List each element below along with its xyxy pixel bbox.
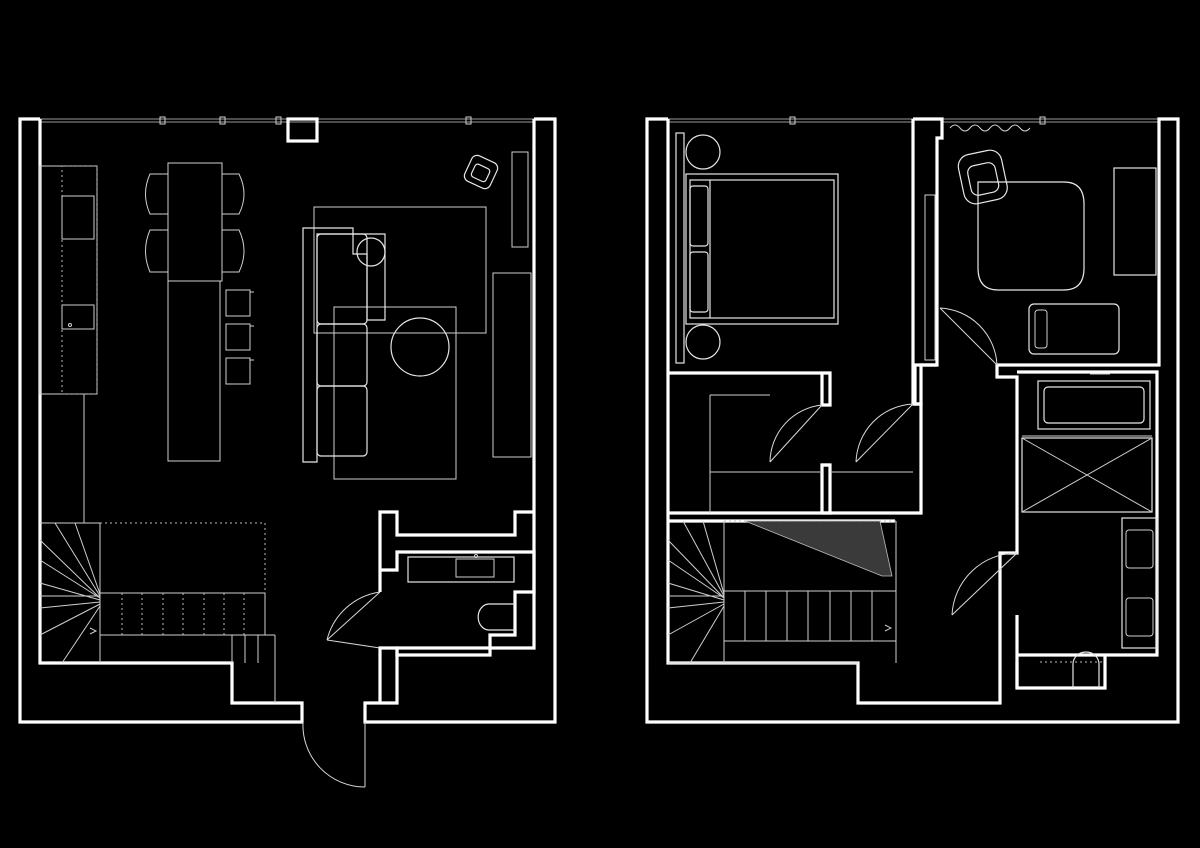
bedroom-partition <box>911 117 944 406</box>
ground-outer-wall-left <box>18 117 304 724</box>
upper-bathroom-walls-b <box>1015 615 1107 690</box>
kitchen-counter <box>39 165 98 523</box>
upper-doors <box>769 307 1018 616</box>
second-bedroom-furniture <box>924 149 1157 361</box>
tv-console <box>492 272 532 458</box>
entry-door <box>302 721 366 788</box>
lounge-chair <box>463 154 499 190</box>
upper-outer-wall <box>645 117 1180 724</box>
ground-bathroom-fixtures <box>407 554 515 631</box>
coffee-table <box>390 317 450 377</box>
living-rug-lower <box>333 306 457 480</box>
ground-bathroom-walls-lower <box>378 550 536 703</box>
sofa <box>302 227 386 463</box>
storage-walls <box>822 402 923 515</box>
upper-corridor-wall <box>915 363 937 406</box>
ground-staircase <box>39 522 276 703</box>
bar-stools <box>225 289 254 385</box>
living-rug <box>313 206 487 334</box>
ground-floor-plan <box>18 116 557 788</box>
ground-bathroom-door <box>326 591 381 649</box>
master-bed <box>675 132 839 364</box>
ground-chimney-block <box>286 117 319 143</box>
upper-bathroom-walls <box>1017 370 1159 657</box>
dining-chairs <box>145 173 245 273</box>
upper-bathroom-fixtures <box>1021 373 1158 688</box>
upper-staircase <box>667 520 897 664</box>
dining-island <box>145 162 254 462</box>
ground-outer-wall-right <box>363 117 557 724</box>
closet-shelving <box>709 394 913 513</box>
side-shelf <box>511 151 529 248</box>
ground-bathroom-walls <box>378 510 534 592</box>
upper-floor-plan <box>645 116 1180 724</box>
closet-walls <box>668 371 832 407</box>
upper-top-window <box>668 116 1159 132</box>
